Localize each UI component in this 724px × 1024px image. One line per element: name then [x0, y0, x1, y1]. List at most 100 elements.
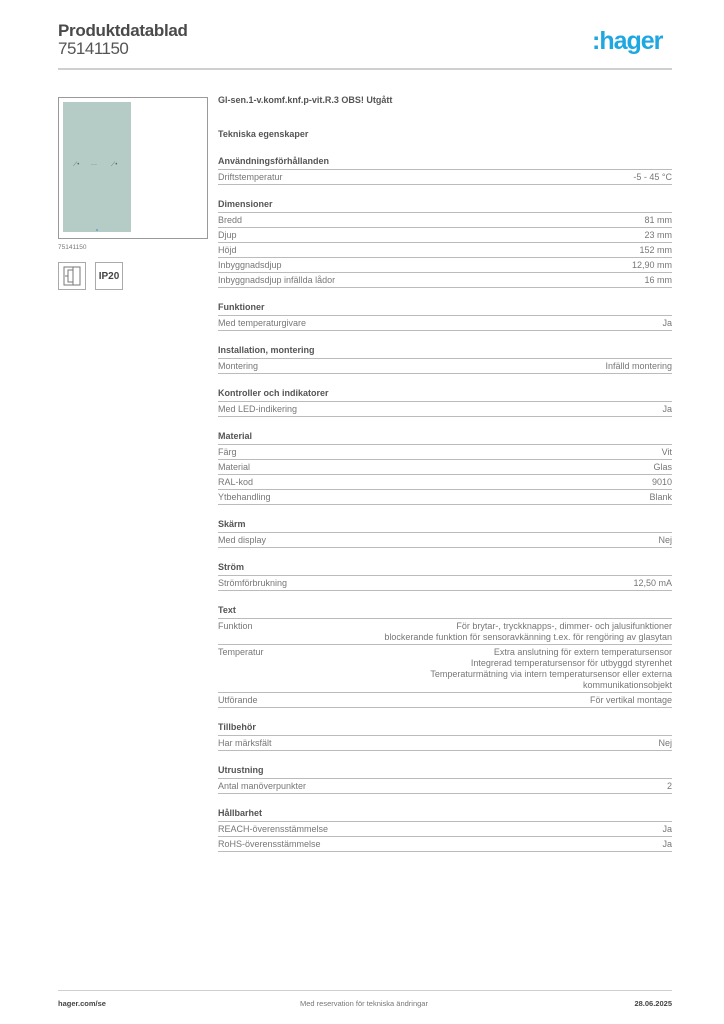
spec-label: Inbyggnadsdjup: [218, 260, 282, 270]
spec-value-line: Nej: [658, 738, 672, 748]
spec-label: Med display: [218, 535, 267, 545]
spec-value: För vertikal montage: [590, 695, 672, 706]
spec-value-line: 16 mm: [644, 275, 672, 285]
spec-value: 152 mm: [639, 245, 672, 256]
footer-divider: [58, 990, 672, 991]
spec-value-line: Vit: [661, 447, 672, 457]
spec-value: Glas: [653, 462, 672, 473]
spec-row: Strömförbrukning 12,50 mA: [218, 576, 672, 591]
spec-label: Inbyggnadsdjup infällda lådor: [218, 275, 336, 285]
spec-value-line: blockerande funktion för sensoravkänning…: [384, 632, 672, 642]
tech-properties-heading: Tekniska egenskaper: [218, 129, 309, 139]
spec-value: 16 mm: [644, 275, 672, 286]
spec-value: Vit: [662, 447, 672, 458]
spec-row: Funktion För brytar-, tryckknapps-, dimme…: [218, 619, 672, 645]
spec-value-line: Ja: [662, 824, 672, 834]
section-heading: Utrustning: [218, 765, 672, 779]
website-link[interactable]: hager.com/se: [58, 999, 106, 1008]
ip-rating-icon: IP20: [95, 262, 123, 290]
spec-value-line: Ja: [662, 839, 672, 849]
sensor-label-icon: ···: [91, 162, 97, 168]
spec-label: RoHS-överensstämmelse: [218, 839, 321, 849]
spec-value-line: Ja: [662, 318, 672, 328]
spec-row: Med LED-indikering Ja: [218, 402, 672, 417]
spec-value-line: Blank: [649, 492, 672, 502]
spec-label: Med LED-indikering: [218, 404, 298, 414]
spec-value: Nej: [658, 535, 672, 546]
spec-value: Blank: [649, 492, 672, 503]
spec-row: Höjd 152 mm: [218, 243, 672, 258]
spec-label: Har märksfält: [218, 738, 272, 748]
section-heading: Kontroller och indikatorer: [218, 388, 672, 402]
spec-value-line: 12,50 mA: [633, 578, 672, 588]
spec-value-line: 23 mm: [644, 230, 672, 240]
spec-row: Inbyggnadsdjup 12,90 mm: [218, 258, 672, 273]
spec-value-line: Extra anslutning för extern temperaturse…: [493, 647, 672, 657]
spec-value-line: Nej: [658, 535, 672, 545]
sensor-symbol-icon: ⟋•: [111, 162, 118, 168]
spec-label: Driftstemperatur: [218, 172, 283, 182]
product-name: Gl-sen.1-v.komf.knf.p-vit.R.3 OBS! Utgåt…: [218, 95, 393, 105]
spec-value-line: Infälld montering: [605, 361, 672, 371]
spec-row: Med display Nej: [218, 533, 672, 548]
spec-value: 12,90 mm: [632, 260, 672, 271]
spec-row: Har märksfält Nej: [218, 736, 672, 751]
spec-label: Ytbehandling: [218, 492, 271, 502]
specifications: Gl-sen.1-v.komf.knf.p-vit.R.3 OBS! Utgåt…: [218, 95, 672, 852]
spec-row: Temperatur Extra anslutning för extern te…: [218, 645, 672, 693]
product-image: ⟋• ··· ⟋•: [58, 97, 208, 239]
spec-value: Ja: [662, 404, 672, 415]
spec-value: 2: [667, 781, 672, 792]
spec-label: Material: [218, 462, 251, 472]
spec-label: Funktion: [218, 621, 253, 631]
spec-value: Extra anslutning för extern temperaturse…: [430, 647, 672, 691]
sensor-symbol-icon: ⟋•: [73, 162, 80, 168]
spec-label: REACH-överensstämmelse: [218, 824, 329, 834]
section-heading: Installation, montering: [218, 345, 672, 359]
hager-logo: :hager: [592, 27, 663, 55]
spec-value: Ja: [662, 839, 672, 850]
spec-value-line: Temperaturmätning via intern temperaturs…: [430, 669, 672, 679]
spec-row: Färg Vit: [218, 445, 672, 460]
section-heading: Text: [218, 605, 672, 619]
section-heading: Hållbarhet: [218, 808, 672, 822]
spec-value: 9010: [652, 477, 672, 488]
spec-value: Ja: [662, 318, 672, 329]
spec-value: Nej: [658, 738, 672, 749]
spec-label: Färg: [218, 447, 237, 457]
page-title: Produktdatablad: [58, 21, 188, 40]
spec-value-line: 2: [666, 781, 672, 791]
spec-label: Strömförbrukning: [218, 578, 288, 588]
spec-row: Inbyggnadsdjup infällda lådor 16 mm: [218, 273, 672, 288]
section-heading: Ström: [218, 562, 672, 576]
spec-row: Utförande För vertikal montage: [218, 693, 672, 708]
section-heading: Skärm: [218, 519, 672, 533]
spec-value: Infälld montering: [605, 361, 672, 372]
spec-row: REACH-överensstämmelse Ja: [218, 822, 672, 837]
spec-value-line: Glas: [653, 462, 672, 472]
section-heading: Material: [218, 431, 672, 445]
spec-value: För brytar-, tryckknapps-, dimmer- och j…: [384, 621, 672, 643]
spec-label: Höjd: [218, 245, 237, 255]
spec-label: Antal manöverpunkter: [218, 781, 307, 791]
spec-value-line: 81 mm: [644, 215, 672, 225]
spec-value-line: För brytar-, tryckknapps-, dimmer- och j…: [456, 621, 672, 631]
section-heading: Tillbehör: [218, 722, 672, 736]
spec-value: 12,50 mA: [633, 578, 672, 589]
spec-label: Temperatur: [218, 647, 264, 657]
spec-value-line: Ja: [662, 404, 672, 414]
image-caption: 75141150: [58, 244, 87, 251]
section-heading: Funktioner: [218, 302, 672, 316]
section-heading: Användningsförhållanden: [218, 156, 672, 170]
spec-label: Utförande: [218, 695, 258, 705]
